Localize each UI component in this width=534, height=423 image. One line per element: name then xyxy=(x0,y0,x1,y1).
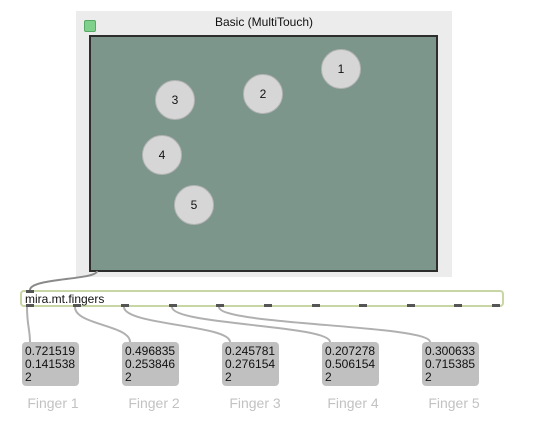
state-value: 2 xyxy=(225,370,232,384)
status-led-icon xyxy=(84,20,96,32)
touch-point-1[interactable]: 1 xyxy=(321,49,361,89)
finger-2-label: Finger 2 xyxy=(128,395,180,411)
x-value: 0.300633 xyxy=(425,344,476,358)
x-value: 0.207278 xyxy=(325,344,376,358)
panel-title: Basic (MultiTouch) xyxy=(214,15,314,29)
finger-3-values[interactable]: 0.245781 0.276154 2 xyxy=(222,342,279,386)
finger-4-values[interactable]: 0.207278 0.506154 2 xyxy=(322,342,379,386)
outlet[interactable] xyxy=(121,304,129,307)
y-value: 0.715385 xyxy=(425,357,476,371)
finger-4-label: Finger 4 xyxy=(327,395,379,411)
y-value: 0.506154 xyxy=(325,357,376,371)
finger-1-label: Finger 1 xyxy=(27,395,79,411)
outlet[interactable] xyxy=(73,304,81,307)
patch-cord-x1 xyxy=(26,306,31,343)
finger-5-label: Finger 5 xyxy=(428,395,480,411)
object-name: mira.mt.fingers xyxy=(25,292,105,306)
multitouch-panel: Basic (MultiTouch) 1 2 3 4 5 xyxy=(76,11,452,277)
mira-mt-fingers-object[interactable]: mira.mt.fingers xyxy=(20,290,504,307)
patch-cord-x2 xyxy=(74,306,131,343)
state-value: 2 xyxy=(425,370,432,384)
state-value: 2 xyxy=(325,370,332,384)
finger-5-values[interactable]: 0.300633 0.715385 2 xyxy=(422,342,479,386)
finger-2-values[interactable]: 0.496835 0.253846 2 xyxy=(122,342,179,386)
outlet[interactable] xyxy=(312,304,320,307)
x-value: 0.496835 xyxy=(125,344,176,358)
state-value: 2 xyxy=(125,370,132,384)
touch-point-3[interactable]: 3 xyxy=(155,80,195,120)
outlet[interactable] xyxy=(359,304,367,307)
finger-1-values[interactable]: 0.721519 0.141538 2 xyxy=(22,342,79,386)
y-value: 0.141538 xyxy=(25,357,76,371)
finger-3-label: Finger 3 xyxy=(229,395,281,411)
outlet[interactable] xyxy=(26,304,34,307)
outlet[interactable] xyxy=(454,304,462,307)
state-value: 2 xyxy=(25,370,32,384)
touch-point-5[interactable]: 5 xyxy=(174,185,214,225)
outlet[interactable] xyxy=(169,304,177,307)
outlet[interactable] xyxy=(216,304,224,307)
x-value: 0.721519 xyxy=(25,344,76,358)
touch-point-2[interactable]: 2 xyxy=(243,74,283,114)
patch-cord-x5 xyxy=(218,306,431,343)
inlet[interactable] xyxy=(26,290,34,293)
y-value: 0.276154 xyxy=(225,357,276,371)
x-value: 0.245781 xyxy=(225,344,276,358)
outlet[interactable] xyxy=(407,304,415,307)
patch-cord-x4 xyxy=(171,306,331,343)
patch-cord-x3 xyxy=(123,306,231,343)
multitouch-area[interactable]: 1 2 3 4 5 xyxy=(89,35,438,272)
touch-point-4[interactable]: 4 xyxy=(142,135,182,175)
outlet[interactable] xyxy=(492,304,500,307)
y-value: 0.253846 xyxy=(125,357,176,371)
outlet[interactable] xyxy=(264,304,272,307)
